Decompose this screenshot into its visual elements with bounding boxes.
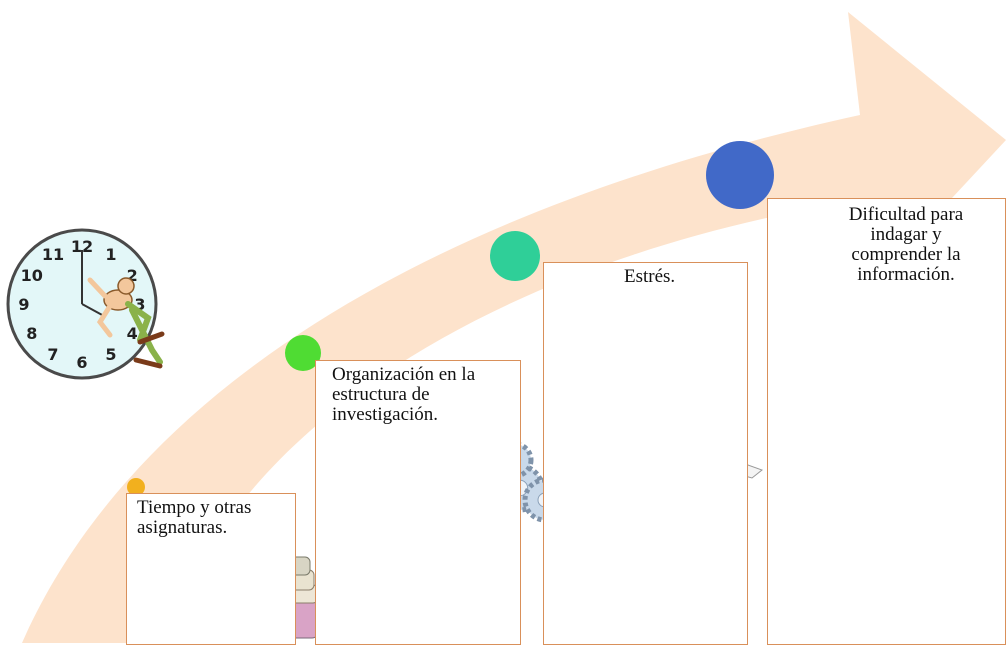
step-label-3: Estrés.: [624, 266, 676, 287]
step-box-3: Estrés.: [543, 262, 748, 645]
step-dot-2: [285, 335, 321, 371]
clock-number: 12: [71, 237, 93, 256]
clock-number: 4: [127, 324, 138, 343]
step-dot-4: [706, 141, 774, 209]
step-label-2: Organización en la estructura de investi…: [332, 364, 476, 425]
clock-number: 3: [134, 295, 145, 314]
clock-number: 8: [26, 324, 37, 343]
clock-number: 10: [21, 266, 43, 285]
clock-number: 2: [127, 266, 138, 285]
step-box-1: Tiempo y otras asignaturas.: [126, 493, 296, 645]
clock-number: 9: [18, 295, 29, 314]
runner-figure: [87, 277, 165, 369]
step-box-2: Organización en la estructura de investi…: [315, 360, 521, 645]
clock-number: 1: [105, 245, 116, 264]
clock-number: 11: [42, 245, 64, 264]
clock-number: 5: [105, 345, 116, 364]
clock-number: 7: [47, 345, 58, 364]
step-dot-1: [127, 478, 145, 496]
step-label-4: Dificultad para indagar y comprender la …: [848, 204, 964, 285]
step-label-1: Tiempo y otras asignaturas.: [137, 497, 252, 538]
step-box-4: Dificultad para indagar y comprender la …: [767, 198, 1006, 645]
clock-number: 6: [76, 353, 87, 372]
step-dot-3: [490, 231, 540, 281]
